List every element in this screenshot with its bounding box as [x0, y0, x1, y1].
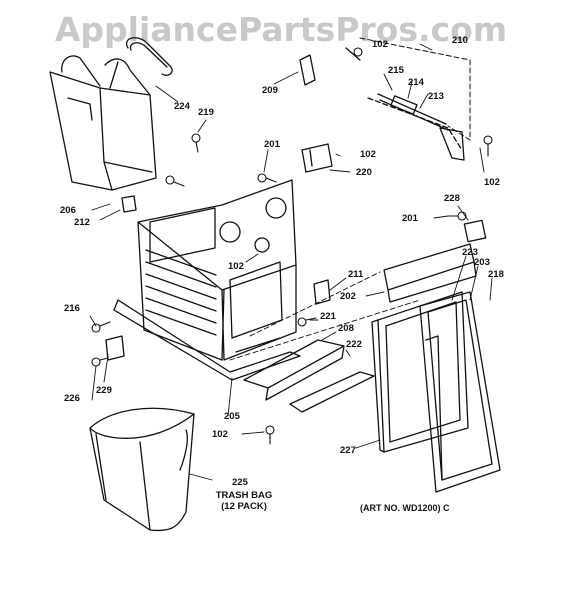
label-229: 229	[96, 385, 112, 396]
label-102a: 102	[372, 39, 388, 50]
label-215: 215	[388, 65, 404, 76]
label-208: 208	[338, 323, 354, 334]
label-222: 222	[346, 339, 362, 350]
trim-218	[419, 291, 501, 493]
label-102c: 102	[360, 149, 376, 160]
label-225: 225	[232, 477, 248, 488]
screws	[91, 47, 493, 445]
bracket-220	[301, 143, 333, 173]
kick-plate-208	[243, 339, 375, 413]
label-201b: 201	[402, 213, 418, 224]
label-218: 218	[488, 269, 504, 280]
label-203: 203	[474, 257, 490, 268]
label-211: 211	[348, 269, 364, 280]
label-209: 209	[262, 85, 278, 96]
small-brackets	[105, 195, 331, 361]
top-bracket-210	[299, 47, 465, 161]
label-210: 210	[452, 35, 468, 46]
label-227: 227	[340, 445, 356, 456]
handle-224	[125, 37, 173, 76]
trash-bag-caption-line1: TRASH BAG	[215, 490, 273, 501]
label-212: 212	[74, 217, 90, 228]
label-220: 220	[356, 167, 372, 178]
trash-bag-caption-line2: (12 PACK)	[221, 501, 267, 512]
rail-202	[383, 219, 487, 303]
label-201a: 201	[264, 139, 280, 150]
trash-bag-caption: TRASH BAG (12 PACK)	[214, 490, 274, 512]
art-number: (ART NO. WD1200) C	[360, 503, 450, 513]
label-213: 213	[428, 91, 444, 102]
label-216: 216	[64, 303, 80, 314]
drawer-front-panel	[371, 291, 469, 453]
label-224: 224	[174, 101, 190, 112]
label-102b: 102	[484, 177, 500, 188]
label-202: 202	[340, 291, 356, 302]
bag-liner-206	[49, 55, 157, 191]
watermark: AppliancePartsPros.com	[54, 10, 508, 49]
label-206: 206	[60, 205, 76, 216]
label-223: 223	[462, 247, 478, 258]
label-226: 226	[64, 393, 80, 404]
label-219: 219	[198, 107, 214, 118]
label-214: 214	[408, 77, 424, 88]
label-205: 205	[224, 411, 240, 422]
frame-205	[113, 179, 301, 381]
label-102d: 102	[228, 261, 244, 272]
label-228: 228	[444, 193, 460, 204]
label-102e: 102	[212, 429, 228, 440]
trash-bag-225	[89, 407, 195, 532]
label-221: 221	[320, 311, 336, 322]
leader-lines	[89, 43, 493, 481]
